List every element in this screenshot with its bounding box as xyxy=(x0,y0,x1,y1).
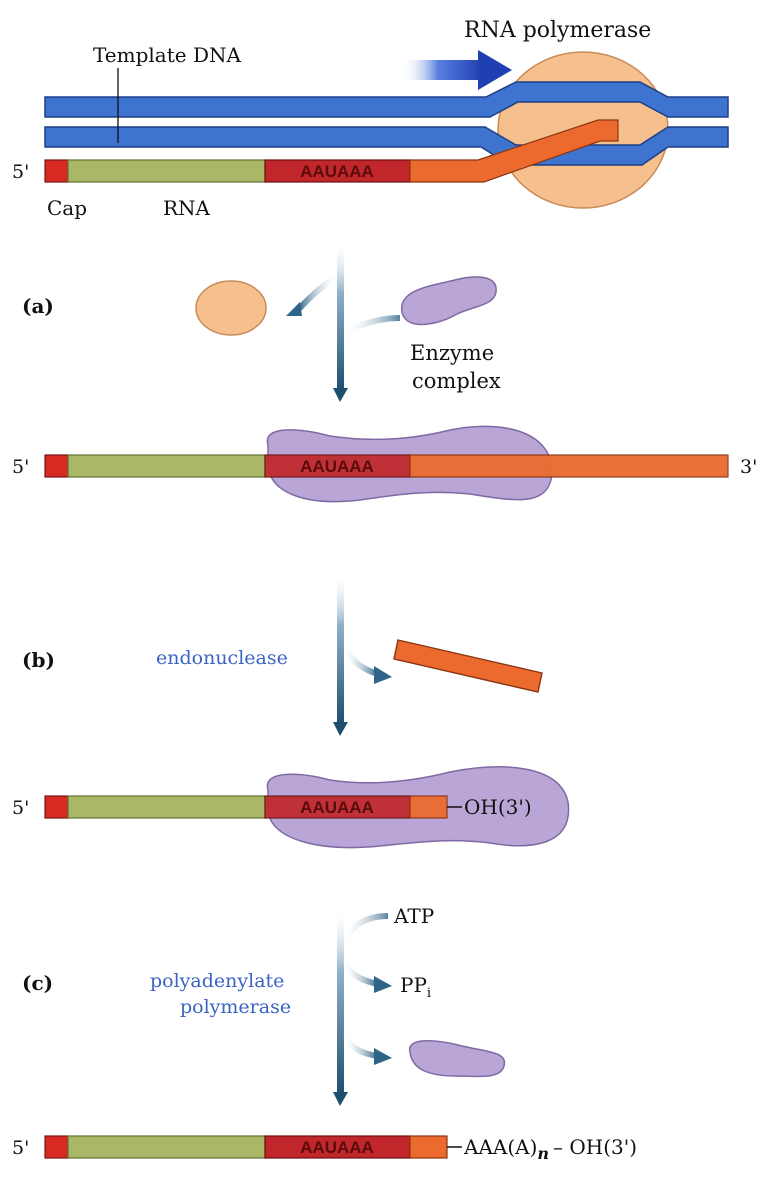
polyadenylate-label-1: polyadenylate xyxy=(150,970,284,992)
step-c-arrow-head xyxy=(333,1092,348,1106)
poly-a-dash: – xyxy=(553,1135,563,1159)
step-a-branch-left xyxy=(295,273,340,313)
step-c-arrow-shaft xyxy=(337,906,344,1094)
direction-arrow-icon xyxy=(402,50,512,90)
enzyme-complex-blob xyxy=(401,276,497,326)
five-prime-b: 5' xyxy=(12,797,29,819)
poly-a-oh: OH(3') xyxy=(563,1135,637,1159)
cap-top xyxy=(44,159,69,183)
cap-b xyxy=(44,795,69,819)
template-dna-label: Template DNA xyxy=(93,43,241,67)
endonuclease-label: endonuclease xyxy=(156,647,288,669)
cleaved-fragment xyxy=(393,639,543,693)
atp-branch xyxy=(339,913,389,949)
enzyme-complex-label-1: Enzyme xyxy=(410,341,494,365)
rna-body-c xyxy=(67,1135,266,1159)
five-prime-a: 5' xyxy=(12,456,29,478)
oh-3prime-label-b: OH(3') xyxy=(464,795,532,819)
poly-a-tail-label: AAA(A)n– OH(3') xyxy=(463,1135,637,1163)
enzyme-release-branch xyxy=(339,1029,379,1059)
released-polymerase-blob xyxy=(195,280,267,336)
signal-text-a: AAUAAA xyxy=(300,457,374,476)
ppi-text: PP xyxy=(400,973,427,997)
poly-a-subscript: n xyxy=(537,1144,549,1163)
step-a-arrow-head xyxy=(333,388,348,402)
step-c: (c) polyadenylate polymerase ATP PPi xyxy=(22,904,506,1106)
step-a-tag: (a) xyxy=(22,294,54,318)
rna-label: RNA xyxy=(163,196,211,220)
ppi-branch-head xyxy=(374,976,392,993)
ppi-label: PPi xyxy=(400,973,431,1001)
step-b-arrow-head xyxy=(333,722,348,736)
rna-polymerase-label: RNA polymerase xyxy=(464,18,651,43)
cap-label: Cap xyxy=(47,196,87,220)
polyadenylate-label-2: polymerase xyxy=(180,996,291,1018)
poly-a-text: AAA(A) xyxy=(463,1135,537,1159)
enzyme-complex-label-2: complex xyxy=(412,369,501,393)
signal-text-top: AAUAAA xyxy=(300,162,374,181)
rna-body-top xyxy=(67,159,266,183)
rna-tail-a xyxy=(409,454,729,478)
three-prime-a: 3' xyxy=(740,456,757,478)
ppi-subscript: i xyxy=(427,986,431,1001)
step-b-tag: (b) xyxy=(22,648,55,672)
ppi-branch xyxy=(339,956,379,987)
rna-after-a: AAUAAA 5' 3' xyxy=(12,425,757,503)
step-b-branch-head xyxy=(374,666,392,684)
rna-tail-top xyxy=(409,119,619,183)
step-a: (a) Enzyme complex xyxy=(22,240,501,402)
signal-text-b: AAUAAA xyxy=(300,798,374,817)
step-a-branch-right xyxy=(342,315,401,337)
enzyme-release-branch-head xyxy=(374,1048,392,1065)
rna-body-b xyxy=(67,795,266,819)
rna-body-a xyxy=(67,454,266,478)
step-b: (b) endonuclease xyxy=(22,572,543,736)
rna-after-b: AAUAAA 5' OH(3') xyxy=(12,766,570,849)
five-prime-top: 5' xyxy=(12,161,29,183)
released-enzyme-blob xyxy=(409,1040,506,1078)
step-b-branch xyxy=(339,639,379,677)
atp-label: ATP xyxy=(393,904,434,928)
cap-c xyxy=(44,1135,69,1159)
step-a-arrow-shaft xyxy=(337,240,344,390)
cap-a xyxy=(44,454,69,478)
rna-final: AAUAAA 5' AAA(A)n– OH(3') xyxy=(12,1135,637,1163)
rna-tail-b xyxy=(409,795,448,819)
step-a-branch-left-head xyxy=(286,302,302,316)
step-b-arrow-shaft xyxy=(337,572,344,724)
rna-tail-c xyxy=(409,1135,448,1159)
signal-text-c: AAUAAA xyxy=(300,1138,374,1157)
dna-strand-upper xyxy=(44,81,729,118)
five-prime-c: 5' xyxy=(12,1137,29,1159)
step-c-tag: (c) xyxy=(22,971,53,995)
transcription-panel: AAUAAA Template DNA RNA polymerase 5' Ca… xyxy=(12,18,729,220)
